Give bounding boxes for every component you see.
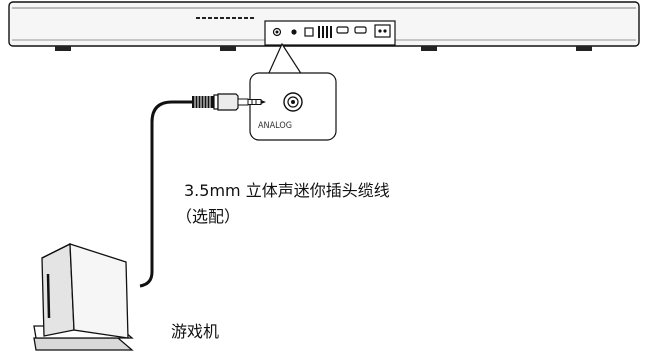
cable-label: 3.5mm 立体声迷你插头缆线 (184, 181, 390, 200)
soundbar-icon (8, 1, 640, 51)
game-console-label: 游戏机 (171, 322, 220, 341)
game-console-icon (33, 242, 134, 351)
rear-panel (264, 20, 396, 46)
cable-label-optional: （选配） (176, 207, 241, 226)
analog-jack-icon (283, 92, 303, 112)
mini-plug-icon (192, 93, 266, 111)
cable (139, 100, 192, 288)
analog-port-label: ANALOG (258, 121, 292, 131)
